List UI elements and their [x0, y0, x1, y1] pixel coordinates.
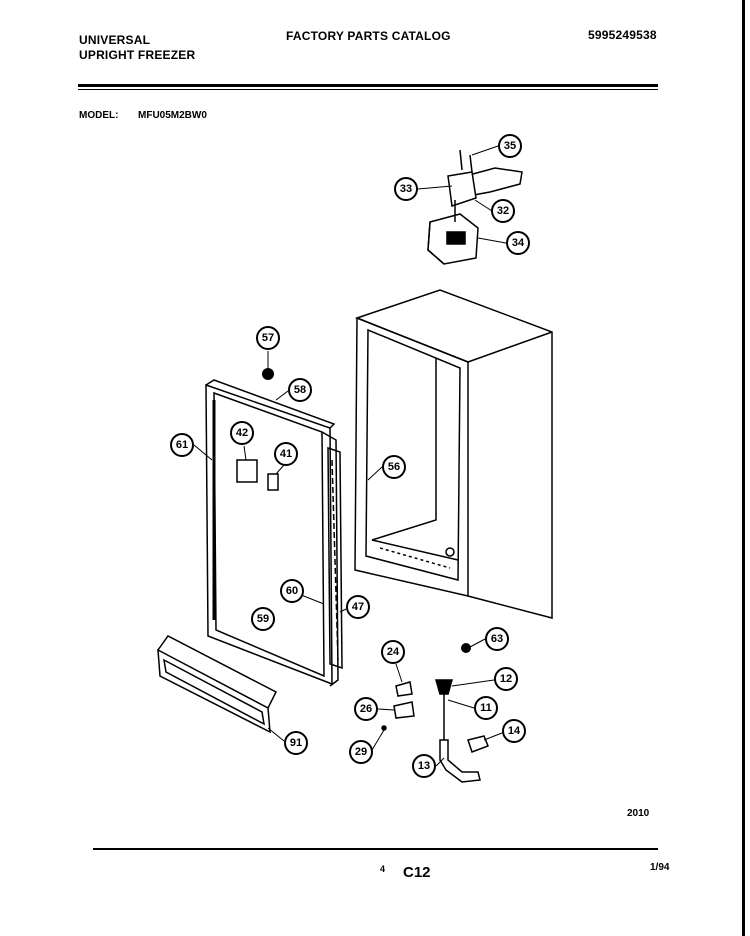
- callout-47: 47: [346, 595, 370, 619]
- callout-32: 32: [491, 199, 515, 223]
- svg-text:29: 29: [355, 746, 367, 758]
- door-gasket: [327, 446, 343, 670]
- svg-text:32: 32: [497, 205, 509, 217]
- callout-59: 59: [251, 607, 275, 631]
- brand-line-1: UNIVERSAL: [79, 33, 151, 47]
- callout-29: 29: [349, 740, 373, 764]
- svg-text:11: 11: [480, 702, 492, 714]
- callout-33: 33: [394, 177, 418, 201]
- svg-text:13: 13: [418, 760, 430, 772]
- callout-60: 60: [280, 579, 304, 603]
- model-number: MFU05M2BW0: [138, 110, 207, 121]
- callout-42: 42: [230, 421, 254, 445]
- callout-35: 35: [498, 134, 522, 158]
- freezer-cabinet: [354, 289, 553, 619]
- header-rule: [78, 84, 658, 87]
- svg-text:42: 42: [236, 427, 248, 439]
- catalog-title: FACTORY PARTS CATALOG: [286, 29, 451, 43]
- svg-text:14: 14: [508, 725, 521, 737]
- svg-text:12: 12: [500, 673, 512, 685]
- svg-text:91: 91: [290, 737, 302, 749]
- svg-text:63: 63: [491, 633, 503, 645]
- hinge-assembly: [427, 149, 523, 265]
- callout-13: 13: [412, 754, 436, 778]
- page-marker: 4: [380, 864, 386, 874]
- svg-text:61: 61: [176, 439, 188, 451]
- callout-34: 34: [506, 231, 530, 255]
- page-label: C12: [403, 864, 431, 881]
- callout-61: 61: [170, 433, 194, 457]
- svg-text:33: 33: [400, 183, 412, 195]
- door-frame: [205, 379, 339, 687]
- callout-26: 26: [354, 697, 378, 721]
- leveling-leg-part: [461, 643, 471, 653]
- svg-text:35: 35: [504, 140, 516, 152]
- callout-63: 63: [485, 627, 509, 651]
- svg-text:56: 56: [388, 461, 400, 473]
- callout-57: 57: [256, 326, 280, 350]
- screw-plug-part: [262, 368, 274, 380]
- revision-date: 1/94: [650, 862, 670, 873]
- svg-text:58: 58: [294, 384, 306, 396]
- door-bumper-part: [267, 473, 279, 491]
- callout-56: 56: [382, 455, 406, 479]
- brand-line-2: UPRIGHT FREEZER: [79, 48, 196, 62]
- callout-91: 91: [284, 731, 308, 755]
- model-label: MODEL:: [79, 110, 119, 121]
- svg-text:60: 60: [286, 585, 298, 597]
- callout-58: 58: [288, 378, 312, 402]
- svg-text:47: 47: [352, 601, 364, 613]
- figure-code: 2010: [627, 808, 650, 819]
- svg-text:59: 59: [257, 613, 269, 625]
- callout-14: 14: [502, 719, 526, 743]
- callout-12: 12: [494, 667, 518, 691]
- svg-text:24: 24: [387, 646, 400, 658]
- svg-text:34: 34: [512, 237, 525, 249]
- footer-rule: [93, 848, 658, 850]
- svg-text:26: 26: [360, 703, 372, 715]
- header-rule-thin: [78, 89, 658, 90]
- svg-text:41: 41: [280, 448, 292, 460]
- callout-24: 24: [381, 640, 405, 664]
- thermostat-parts: [381, 681, 415, 731]
- callout-41: 41: [274, 442, 298, 466]
- svg-text:57: 57: [262, 332, 274, 344]
- kickplate-grille: [157, 635, 278, 734]
- door-latch-part: [236, 459, 258, 483]
- catalog-number: 5995249538: [588, 28, 657, 42]
- callout-11: 11: [474, 696, 498, 720]
- drain-parts: [435, 679, 489, 783]
